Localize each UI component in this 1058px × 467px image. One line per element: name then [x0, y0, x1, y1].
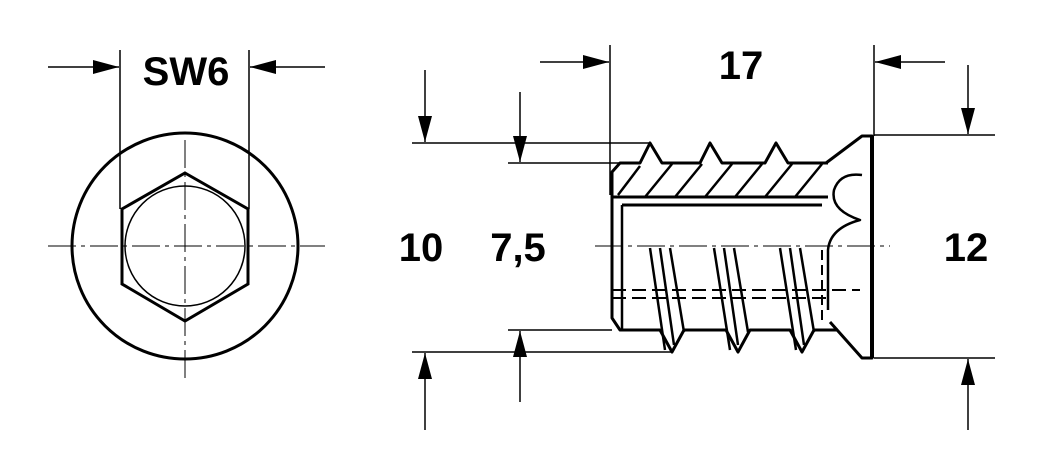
hex-socket-edge	[826, 173, 863, 310]
wrench-size-label: SW6	[142, 50, 230, 94]
end-view	[48, 50, 325, 382]
dimensions	[412, 45, 995, 430]
outer-diameter-label: 10	[398, 226, 444, 270]
section-hatching	[617, 163, 823, 198]
flange-diameter-label: 12	[943, 226, 989, 270]
top-thread-profile	[610, 141, 828, 195]
length-label: 17	[718, 44, 764, 88]
core-diameter-label: 7,5	[490, 226, 546, 270]
flange	[825, 134, 874, 360]
side-view	[595, 134, 890, 360]
